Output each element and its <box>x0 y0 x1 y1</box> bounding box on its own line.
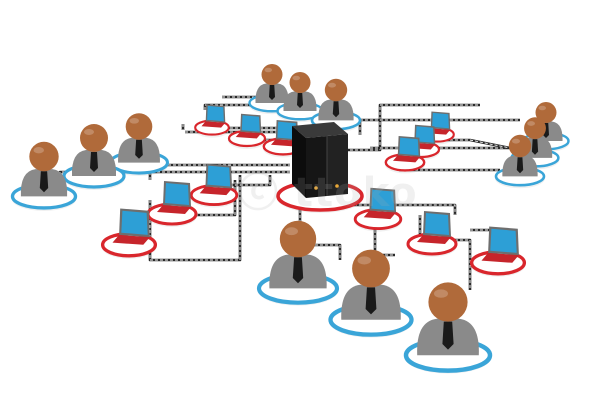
person-head-shine <box>527 121 535 126</box>
person-tie <box>442 321 454 350</box>
laptop-screen <box>121 210 148 235</box>
network-cable-dash <box>149 175 241 261</box>
laptop-icon <box>189 163 239 208</box>
laptop-screen <box>399 137 419 156</box>
person-tie <box>297 93 303 108</box>
network-cable-dash <box>340 104 480 151</box>
laptop-icon <box>100 208 158 259</box>
person-head <box>535 102 557 123</box>
person-head-shine <box>434 289 448 298</box>
laptop-screen <box>432 112 449 129</box>
server-tower-icon <box>276 122 364 213</box>
network-cable-dash <box>204 100 253 110</box>
person-head-shine <box>84 129 94 135</box>
person-tie <box>365 287 377 315</box>
person-head <box>428 282 468 322</box>
network-cable-dash <box>299 195 341 260</box>
person-head-shine <box>33 147 44 154</box>
business-person-icon <box>310 78 362 133</box>
person-head-shine <box>538 105 546 111</box>
laptop-keyboard <box>201 121 226 128</box>
server-top <box>292 122 348 138</box>
laptop-keyboard <box>199 186 233 196</box>
person-head-shine <box>512 138 520 144</box>
person-head-shine <box>328 82 336 88</box>
laptop-icon <box>384 136 426 174</box>
person-tie <box>135 139 143 159</box>
person-tie <box>269 85 275 100</box>
laptop-screen <box>241 115 260 132</box>
business-person-icon <box>62 124 126 190</box>
person-tie <box>516 157 524 174</box>
network-cable-dash <box>400 139 521 151</box>
person-tie <box>39 171 49 193</box>
business-person-icon <box>494 134 546 189</box>
laptop-icon <box>353 187 403 232</box>
server-led <box>335 184 339 188</box>
person-head <box>261 64 283 85</box>
laptop-icon <box>406 211 458 257</box>
person-head <box>289 72 311 93</box>
person-tie <box>332 101 340 118</box>
person-tie <box>90 152 98 172</box>
person-head <box>29 141 59 172</box>
laptop-keyboard <box>363 210 397 220</box>
laptop-keyboard <box>235 131 262 139</box>
business-person-icon <box>403 282 493 374</box>
laptop-screen <box>277 121 297 140</box>
laptop-keyboard <box>481 252 519 263</box>
laptop-screen <box>371 189 395 211</box>
laptop-screen <box>207 105 224 122</box>
person-head <box>324 78 348 102</box>
laptop-keyboard <box>271 139 299 147</box>
laptop-icon <box>146 181 198 227</box>
laptop-keyboard <box>157 205 191 214</box>
watermark: ⓒ ttoko <box>238 170 418 216</box>
business-person-icon <box>328 249 414 338</box>
business-person-icon <box>108 113 170 177</box>
laptop-icon <box>469 226 527 277</box>
laptop-screen <box>165 183 189 205</box>
person-head-shine <box>292 75 300 81</box>
laptop-keyboard <box>112 234 150 245</box>
person-head-shine <box>129 117 139 124</box>
laptop-screen <box>490 228 517 253</box>
person-head-shine <box>285 227 298 236</box>
person-head <box>80 124 108 152</box>
person-head-shine <box>264 67 272 73</box>
person-head <box>125 113 153 140</box>
business-person-icon <box>256 220 340 306</box>
server-led <box>314 186 318 190</box>
person-head <box>352 249 390 288</box>
person-head <box>279 220 317 258</box>
laptop-screen <box>425 213 449 235</box>
server-front-left <box>306 136 327 198</box>
server-side <box>292 126 306 198</box>
laptop-keyboard <box>393 155 421 163</box>
person-head-shine <box>357 256 371 265</box>
laptop-icon <box>227 113 267 149</box>
laptop-icon <box>194 104 230 138</box>
business-person-icon <box>10 141 78 211</box>
person-tie <box>531 139 539 155</box>
laptop-screen <box>415 126 434 143</box>
laptop-keyboard <box>417 235 451 244</box>
person-head <box>524 117 546 140</box>
laptop-screen <box>207 165 231 187</box>
person-head <box>508 134 532 158</box>
server-front-right <box>327 134 348 196</box>
person-tie <box>292 257 304 284</box>
